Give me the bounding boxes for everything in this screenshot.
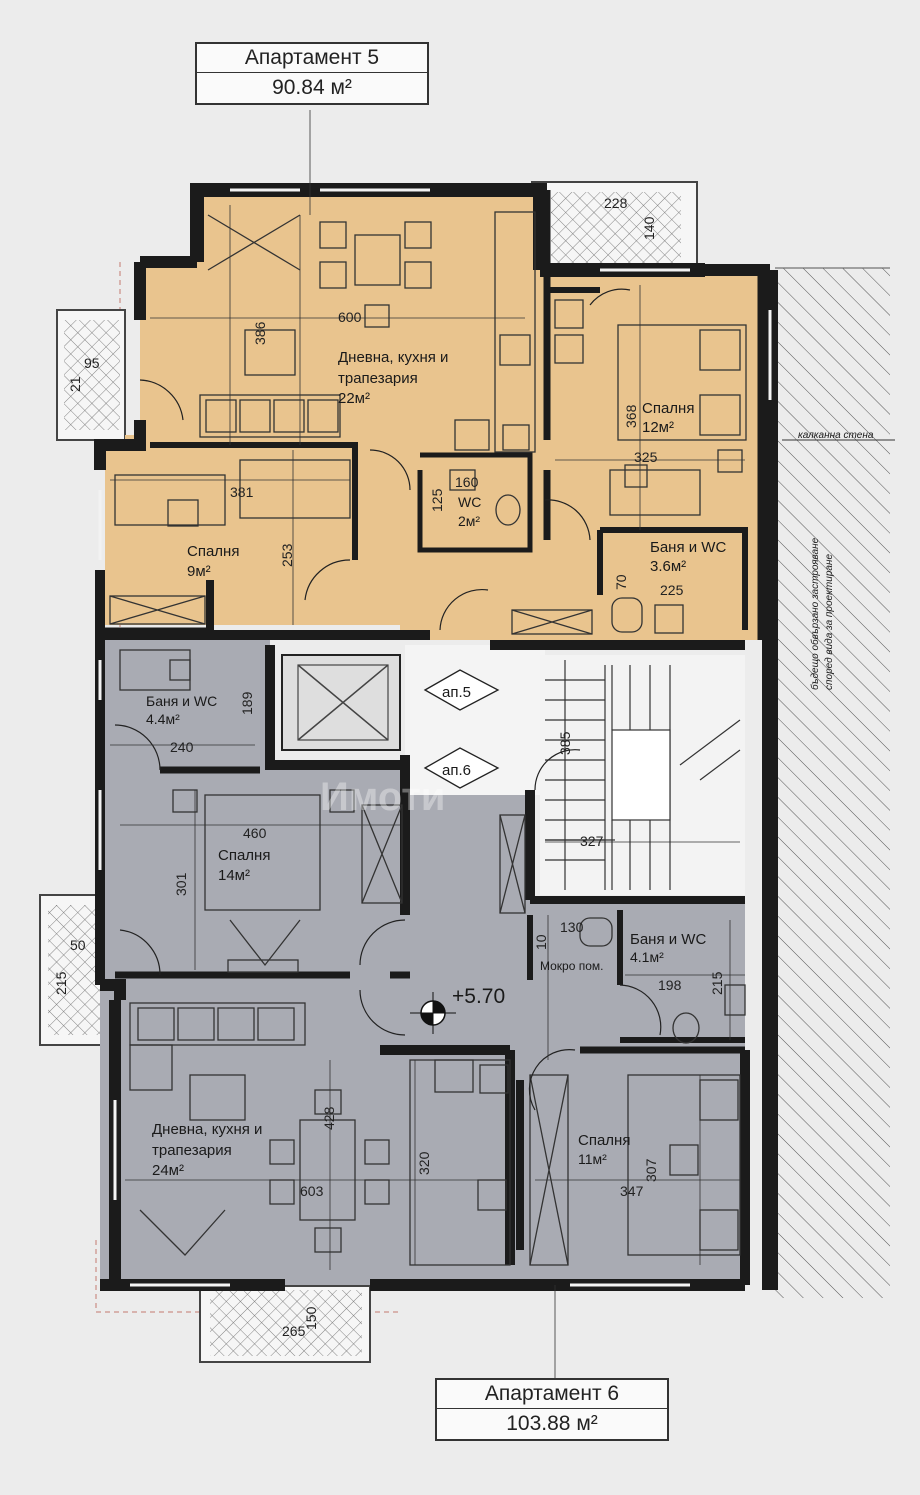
room-wc-2-name: WC [458,494,481,510]
room-bed-9-name: Спалня [187,543,239,560]
dim-347: 347 [620,1183,644,1199]
dim-600: 600 [338,309,362,325]
apartment-5-area: 90.84 м² [272,76,352,99]
dim-150: 150 [303,1306,319,1330]
room-living-6-area: 24м² [152,1162,184,1179]
dim-385: 385 [557,731,573,755]
dim-215: 215 [709,971,725,995]
room-bed-12-name: Спалня [642,400,694,417]
dim-428: 428 [321,1106,337,1130]
apartment-6-title: Апартамент 6 [437,1380,667,1409]
dim-125: 125 [429,488,445,512]
dim-228: 228 [604,195,628,211]
apartment-6-title-box: Апартамент 6 103.88 м² [435,1378,669,1441]
staircase [545,660,741,890]
room-living-5-name1: Дневна, кухня и [338,349,448,366]
dim-225: 225 [660,582,684,598]
party-wall-zone [775,267,890,1298]
dimension-lines [110,110,745,1385]
room-bath-36-area: 3.6м² [650,558,686,575]
dim-253: 253 [279,543,295,567]
balcony-bottom [199,1285,371,1363]
dim-327: 327 [580,833,604,849]
room-wc-2-area: 2м² [458,513,480,529]
room-bed-12-area: 12м² [642,419,674,436]
dim-10: 10 [533,934,549,950]
party-wall-note-1: бъдещо обвързано застрояване [809,537,821,690]
dim-307: 307 [643,1158,659,1182]
room-bed-11-area: 11м² [578,1151,607,1167]
dim-301: 301 [173,872,189,896]
level-marker [410,992,456,1034]
dim-95: 95 [84,355,100,371]
dim-50: 50 [70,937,86,953]
room-living-6-name2: трапезария [152,1142,232,1159]
dim-325: 325 [634,449,658,465]
room-living-6-name1: Дневна, кухня и [152,1121,262,1138]
dim-130: 130 [560,919,584,935]
room-bed-14-name: Спалня [218,847,270,864]
dim-320: 320 [416,1151,432,1175]
apartment-5-title: Апартамент 5 [197,44,427,73]
level-label: +5.70 [452,985,505,1008]
furniture-apartment-5 [109,211,747,635]
apartment-5-title-box: Апартамент 5 90.84 м² [195,42,429,105]
dim-603: 603 [300,1183,324,1199]
balcony-left-upper [56,309,126,441]
party-wall-note-2: според вида за проектиране [824,554,835,690]
door-swings [114,288,662,1111]
room-bed-11-name: Спалня [578,1132,630,1149]
dim-460: 460 [243,825,267,841]
room-bath-41-name: Баня и WC [630,931,706,948]
stair-marker-ap6-label: ап.6 [442,762,471,779]
room-bath-44-area: 4.4м² [146,711,180,727]
dim-198: 198 [658,977,682,993]
room-bed-9-area: 9м² [187,563,211,580]
room-living-5-area: 22м² [338,390,370,407]
dim-70: 70 [613,574,629,590]
furniture-apartment-6 [119,649,746,1266]
room-bath-36-name: Баня и WC [650,539,726,556]
watermark: Имоти [320,775,445,819]
room-wet-name: Мокро пом. [540,959,604,973]
dim-368: 368 [623,404,639,428]
stair-marker-ap6 [423,747,500,789]
dim-21: 21 [67,376,83,392]
room-bath-44-name: Баня и WC [146,693,217,709]
stair-marker-ap5 [423,669,500,711]
party-wall-label: калканна стена [798,430,874,441]
room-bed-14-area: 14м² [218,867,250,884]
stair-marker-ap5-label: ап.5 [442,684,471,701]
dim-140: 140 [641,216,657,240]
room-bath-41-area: 4.1м² [630,949,664,965]
windows [98,188,772,1287]
room-living-5-name2: трапезария [338,370,418,387]
apartment-6-area: 103.88 м² [506,1412,598,1435]
dim-189: 189 [239,691,255,715]
dim-381: 381 [230,484,254,500]
dim-160: 160 [455,474,479,490]
dim-215b: 215 [53,971,69,995]
balcony-top-right [531,181,698,273]
dim-240: 240 [170,739,194,755]
apartment-6-floor [100,640,745,1285]
dim-386: 386 [252,321,268,345]
dim-265: 265 [282,1323,306,1339]
